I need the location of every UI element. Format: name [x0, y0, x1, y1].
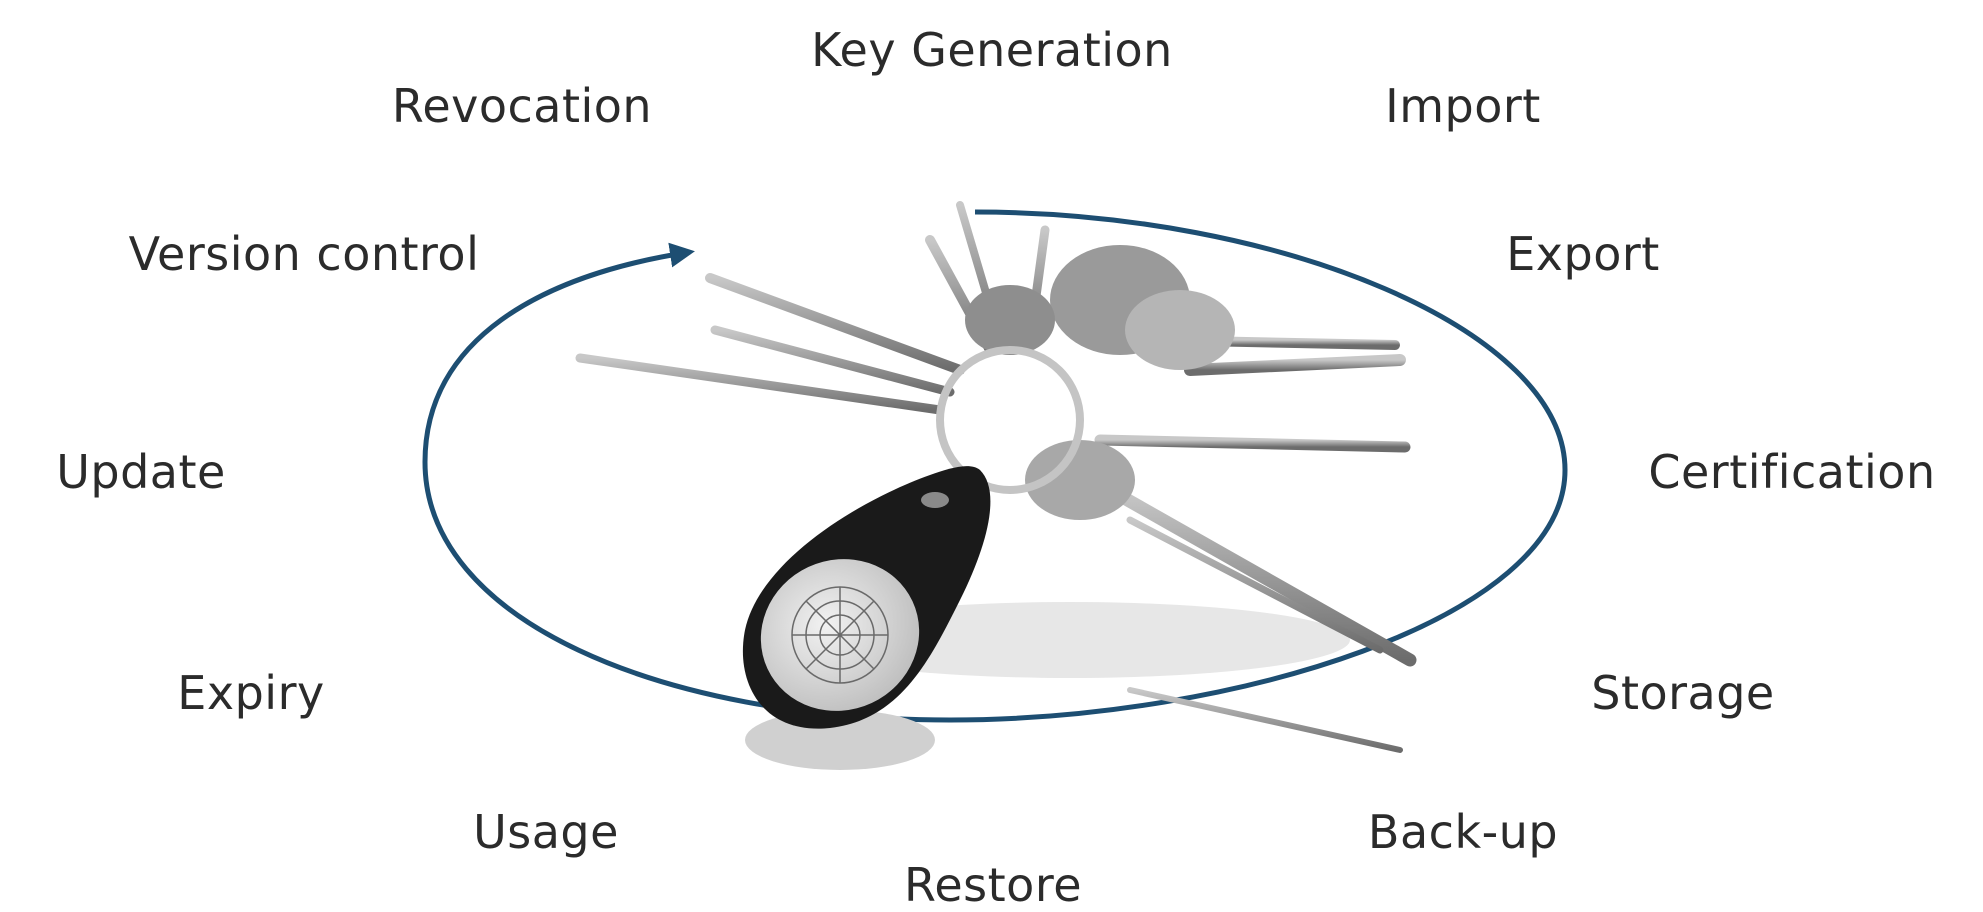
stage-back-up: Back-up: [1368, 809, 1558, 855]
stage-update: Update: [56, 449, 226, 495]
keyring-illustration: [580, 205, 1410, 770]
stage-revocation: Revocation: [392, 83, 652, 129]
stage-export: Export: [1506, 231, 1660, 277]
stage-version-control: Version control: [129, 231, 480, 277]
stage-expiry: Expiry: [177, 670, 324, 716]
stage-key-generation: Key Generation: [811, 27, 1173, 73]
stage-storage: Storage: [1591, 670, 1774, 716]
stage-certification: Certification: [1648, 449, 1935, 495]
key-fob-icon: [736, 466, 991, 737]
stage-usage: Usage: [473, 809, 619, 855]
stage-restore: Restore: [904, 862, 1082, 908]
stage-import: Import: [1385, 83, 1541, 129]
